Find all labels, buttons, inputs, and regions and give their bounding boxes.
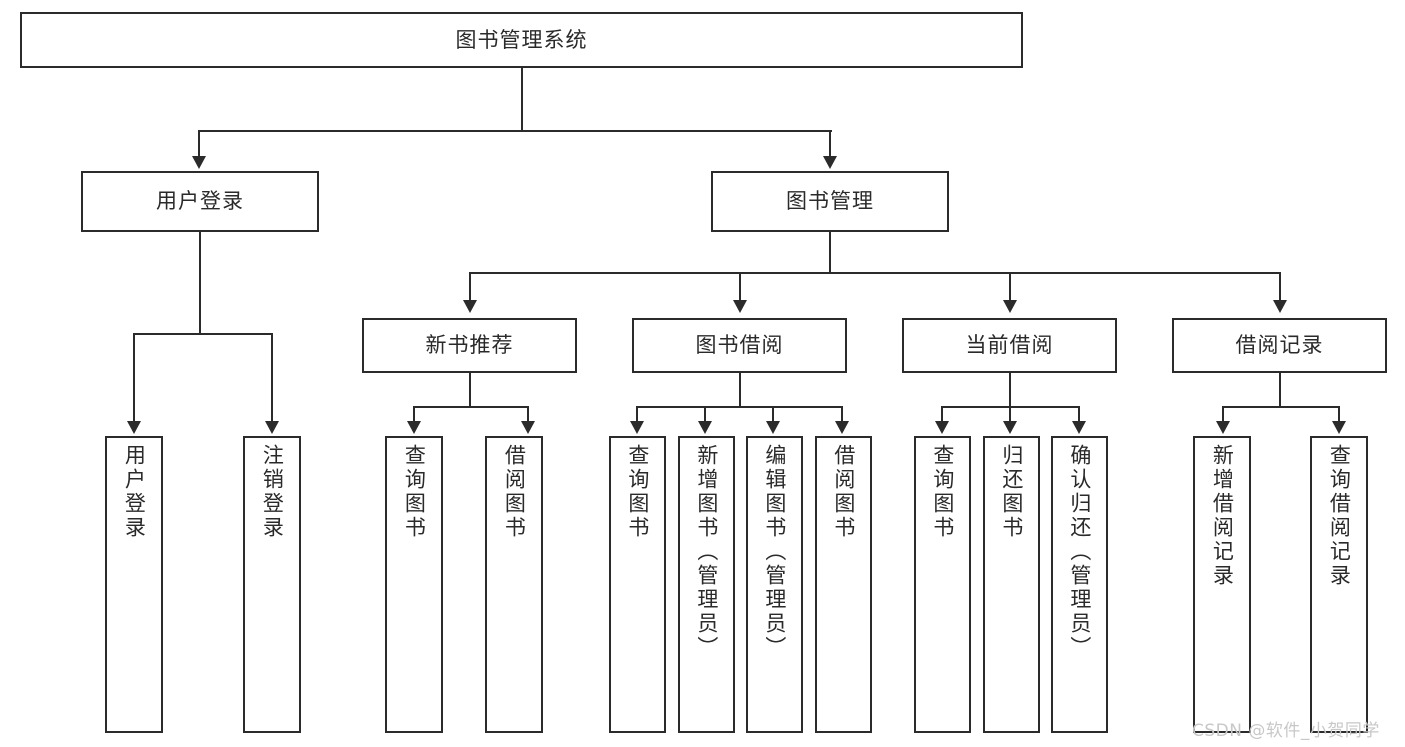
edge-drop-current-borrow: [1009, 272, 1011, 302]
arrow-leaf-query-book-2: [630, 421, 644, 434]
leaf-edit-book-label: 编辑图书（管理员）: [762, 444, 787, 660]
node-book-manage-label: 图书管理: [786, 189, 874, 214]
leaf-logout-login-label: 注销登录: [260, 444, 285, 540]
edge-new-book-leaf1: [413, 406, 415, 423]
leaf-logout-login[interactable]: 注销登录: [243, 436, 301, 733]
arrow-leaf-borrow-book-2: [835, 421, 849, 434]
edge-book-borrow-leaf4: [841, 406, 843, 423]
arrow-new-book-recommend: [463, 300, 477, 313]
node-book-manage[interactable]: 图书管理: [711, 171, 949, 232]
edge-new-book-stem: [469, 373, 471, 406]
edge-user-login-stem: [199, 232, 201, 333]
edge-borrow-record-leaf2: [1338, 406, 1340, 423]
arrow-borrow-record: [1273, 300, 1287, 313]
leaf-borrow-book-2[interactable]: 借阅图书: [815, 436, 872, 733]
arrow-leaf-return-book: [1003, 421, 1017, 434]
edge-root-stem: [521, 68, 523, 130]
arrow-book-borrow: [733, 300, 747, 313]
arrow-leaf-logout-login: [265, 421, 279, 434]
leaf-query-book-1-label: 查询图书: [402, 444, 427, 540]
node-borrow-record[interactable]: 借阅记录: [1172, 318, 1387, 373]
node-root[interactable]: 图书管理系统: [20, 12, 1023, 68]
leaf-borrow-book-1-label: 借阅图书: [502, 444, 527, 540]
leaf-add-record-label: 新增借阅记录: [1210, 444, 1235, 588]
edge-drop-book-manage: [829, 130, 831, 158]
leaf-edit-book[interactable]: 编辑图书（管理员）: [746, 436, 803, 733]
arrow-leaf-query-record: [1332, 421, 1346, 434]
edge-current-borrow-leaf2: [1009, 406, 1011, 423]
leaf-user-login[interactable]: 用户登录: [105, 436, 163, 733]
arrow-user-login: [192, 156, 206, 169]
edge-drop-new-book-recommend: [469, 272, 471, 302]
edge-book-borrow-leaf1: [636, 406, 638, 423]
edge-book-borrow-leaf2: [704, 406, 706, 423]
edge-current-borrow-leaf1: [941, 406, 943, 423]
leaf-return-book[interactable]: 归还图书: [983, 436, 1040, 733]
edge-new-book-leaf2: [527, 406, 529, 423]
node-new-book-recommend[interactable]: 新书推荐: [362, 318, 577, 373]
edge-drop-borrow-record: [1279, 272, 1281, 302]
edge-current-borrow-leaf3: [1078, 406, 1080, 423]
edge-user-login-leaf2: [271, 333, 273, 423]
leaf-query-record[interactable]: 查询借阅记录: [1310, 436, 1368, 733]
node-current-borrow[interactable]: 当前借阅: [902, 318, 1117, 373]
arrow-leaf-query-book-3: [935, 421, 949, 434]
arrow-leaf-confirm-return: [1072, 421, 1086, 434]
edge-book-borrow-leaf3: [772, 406, 774, 423]
leaf-confirm-return-label: 确认归还（管理员）: [1067, 444, 1092, 660]
node-borrow-record-label: 借阅记录: [1235, 333, 1324, 358]
node-new-book-recommend-label: 新书推荐: [425, 333, 514, 358]
leaf-query-book-2[interactable]: 查询图书: [609, 436, 666, 733]
edge-user-login-leaf1: [133, 333, 135, 423]
node-book-borrow[interactable]: 图书借阅: [632, 318, 847, 373]
leaf-return-book-label: 归还图书: [999, 444, 1024, 540]
leaf-add-book-label: 新增图书（管理员）: [694, 444, 719, 660]
edge-current-borrow-stem: [1009, 373, 1011, 406]
node-current-borrow-label: 当前借阅: [965, 333, 1054, 358]
arrow-book-manage: [823, 156, 837, 169]
leaf-confirm-return[interactable]: 确认归还（管理员）: [1051, 436, 1108, 733]
node-book-borrow-label: 图书借阅: [695, 333, 784, 358]
edge-book-manage-bus: [469, 272, 1281, 274]
arrow-leaf-add-book: [698, 421, 712, 434]
arrow-current-borrow: [1003, 300, 1017, 313]
arrow-leaf-borrow-book-1: [521, 421, 535, 434]
node-user-login[interactable]: 用户登录: [81, 171, 319, 232]
arrow-leaf-add-record: [1216, 421, 1230, 434]
edge-root-bus: [198, 130, 832, 132]
leaf-add-book[interactable]: 新增图书（管理员）: [678, 436, 735, 733]
leaf-user-login-label: 用户登录: [122, 444, 147, 540]
leaf-add-record[interactable]: 新增借阅记录: [1193, 436, 1251, 733]
leaf-query-record-label: 查询借阅记录: [1327, 444, 1352, 588]
node-root-label: 图书管理系统: [455, 27, 588, 52]
leaf-borrow-book-2-label: 借阅图书: [831, 444, 856, 540]
leaf-query-book-3[interactable]: 查询图书: [914, 436, 971, 733]
edge-borrow-record-leaf1: [1222, 406, 1224, 423]
leaf-query-book-3-label: 查询图书: [930, 444, 955, 540]
edge-new-book-bus: [413, 406, 528, 408]
arrow-leaf-user-login: [127, 421, 141, 434]
edge-borrow-record-stem: [1279, 373, 1281, 406]
edge-book-manage-stem: [829, 232, 831, 272]
leaf-query-book-2-label: 查询图书: [625, 444, 650, 540]
node-user-login-label: 用户登录: [156, 189, 244, 214]
edge-drop-user-login: [198, 130, 200, 158]
edge-book-borrow-stem: [739, 373, 741, 406]
edge-borrow-record-bus: [1222, 406, 1339, 408]
arrow-leaf-query-book-1: [407, 421, 421, 434]
leaf-borrow-book-1[interactable]: 借阅图书: [485, 436, 543, 733]
edge-user-login-bus: [133, 333, 272, 335]
leaf-query-book-1[interactable]: 查询图书: [385, 436, 443, 733]
arrow-leaf-edit-book: [766, 421, 780, 434]
edge-book-borrow-bus: [636, 406, 843, 408]
edge-drop-book-borrow: [739, 272, 741, 302]
